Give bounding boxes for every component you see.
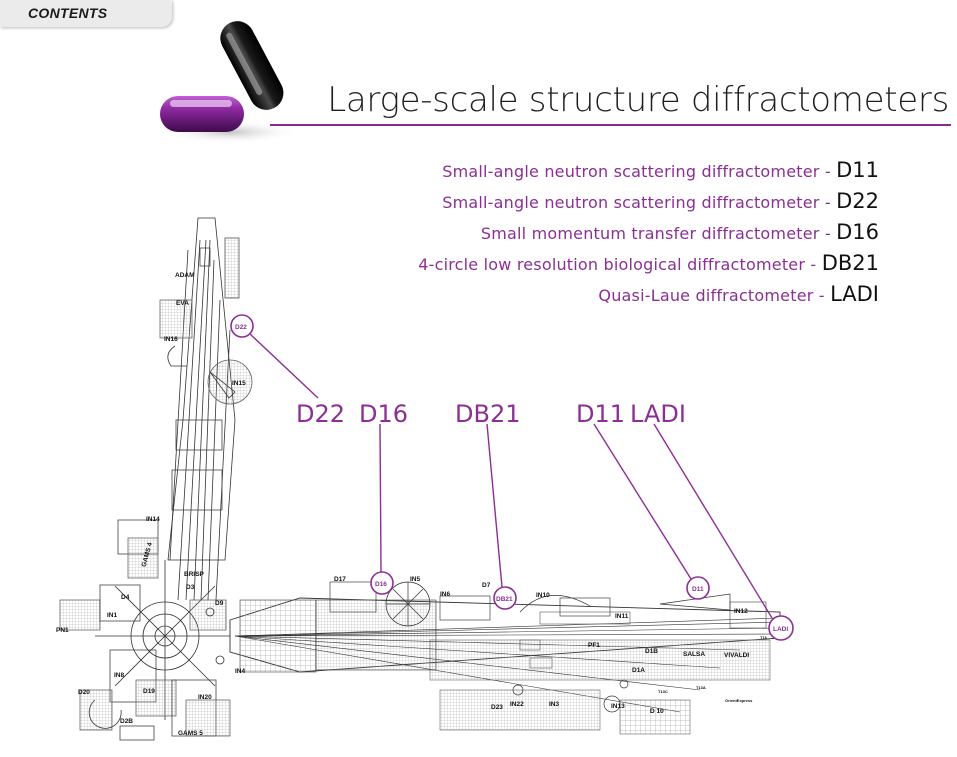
instrument-code: D16 (836, 220, 879, 244)
ladi-marker: LADI (768, 615, 794, 641)
svg-text:EVA: EVA (176, 300, 189, 307)
svg-text:IN6: IN6 (440, 591, 451, 598)
upper-instruments (329, 581, 731, 713)
leader-lines (249, 333, 773, 619)
svg-text:IN14: IN14 (146, 516, 160, 523)
svg-text:D23: D23 (491, 704, 503, 711)
d11-marker: D11 (686, 576, 710, 600)
instrument-description: Small momentum transfer diffractometer - (480, 224, 837, 243)
svg-text:D16: D16 (375, 581, 387, 588)
svg-text:PF1: PF1 (588, 642, 600, 649)
svg-text:IN20: IN20 (198, 694, 212, 701)
svg-text:IN22: IN22 (510, 701, 524, 708)
svg-text:D19: D19 (143, 688, 155, 695)
instrument-code: LADI (830, 282, 879, 306)
svg-text:IN4: IN4 (235, 668, 246, 675)
horizontal-guide-hall (229, 597, 781, 735)
instrument-description: 4-circle low resolution biological diffr… (418, 255, 822, 274)
instrument-row-db21: 4-circle low resolution biological diffr… (418, 248, 879, 279)
callout-d11: D11 (576, 400, 626, 428)
d16-marker: D16 (370, 571, 394, 595)
svg-text:D20: D20 (78, 689, 90, 696)
db21-marker: DB21 (493, 586, 517, 610)
svg-text:LADI: LADI (773, 626, 788, 633)
svg-text:GAMS 5: GAMS 5 (178, 730, 203, 737)
svg-text:D22: D22 (235, 324, 247, 331)
instrument-code: D11 (836, 158, 879, 182)
reactor-cluster (59, 519, 235, 741)
callout-d16: D16 (359, 400, 409, 428)
svg-text:IN10: IN10 (536, 592, 550, 599)
instrument-code: DB21 (821, 251, 879, 275)
instrument-list: Small-angle neutron scattering diffracto… (418, 155, 879, 310)
svg-text:D11: D11 (692, 586, 704, 593)
instrument-row-d22: Small-angle neutron scattering diffracto… (418, 186, 879, 217)
instrument-row-d16: Small momentum transfer diffractometer -… (418, 217, 879, 248)
svg-text:D3: D3 (186, 584, 195, 591)
title-underline (270, 124, 951, 126)
svg-text:D7: D7 (482, 582, 491, 589)
svg-text:SALSA: SALSA (683, 651, 705, 658)
svg-text:IN5: IN5 (410, 576, 421, 583)
svg-text:IN16: IN16 (164, 336, 178, 343)
svg-text:D 10: D 10 (650, 708, 664, 715)
svg-text:IN15: IN15 (232, 380, 246, 387)
instrument-description: Small-angle neutron scattering diffracto… (442, 162, 837, 181)
svg-text:IN3: IN3 (549, 701, 560, 708)
callout-ladi: LADI (630, 400, 686, 428)
instrument-row-d11: Small-angle neutron scattering diffracto… (418, 155, 879, 186)
svg-text:OrientExpress: OrientExpress (725, 698, 753, 703)
svg-text:T16: T16 (760, 635, 768, 640)
instrument-description: Small-angle neutron scattering diffracto… (442, 193, 837, 212)
instrument-row-ladi: Quasi-Laue diffractometer - LADI (418, 279, 879, 310)
highlighted-instruments: D22 D16 DB21 D11 LADI (230, 314, 794, 641)
page-title: Large-scale structure diffractometers (327, 80, 949, 120)
svg-text:T13C: T13C (658, 689, 668, 694)
svg-text:D9: D9 (215, 600, 224, 607)
svg-text:PN1: PN1 (56, 627, 69, 634)
svg-text:D1B: D1B (645, 648, 658, 655)
svg-text:D17: D17 (334, 576, 346, 583)
svg-text:ADAM: ADAM (175, 272, 195, 279)
callout-db21: DB21 (455, 400, 521, 428)
instrument-description: Quasi-Laue diffractometer - (598, 286, 831, 305)
contents-tab-label: CONTENTS (28, 5, 108, 21)
svg-text:VIVALDI: VIVALDI (724, 652, 749, 659)
svg-text:D4: D4 (121, 594, 130, 601)
callout-d22: D22 (296, 400, 346, 428)
svg-text:T13A: T13A (696, 685, 706, 690)
instrument-code: D22 (836, 189, 879, 213)
svg-text:IN12: IN12 (734, 608, 748, 615)
svg-text:IN1: IN1 (107, 612, 118, 619)
svg-text:IN8: IN8 (114, 672, 125, 679)
svg-text:IN13: IN13 (611, 703, 625, 710)
svg-text:DB21: DB21 (496, 596, 513, 603)
svg-text:BRISP: BRISP (184, 571, 205, 578)
vertical-guide-hall (159, 217, 253, 601)
svg-text:D2B: D2B (120, 718, 133, 725)
svg-text:IN11: IN11 (615, 613, 629, 620)
svg-text:D1A: D1A (632, 667, 645, 674)
contents-tab[interactable]: CONTENTS (0, 0, 172, 27)
d22-marker: D22 (230, 314, 254, 338)
